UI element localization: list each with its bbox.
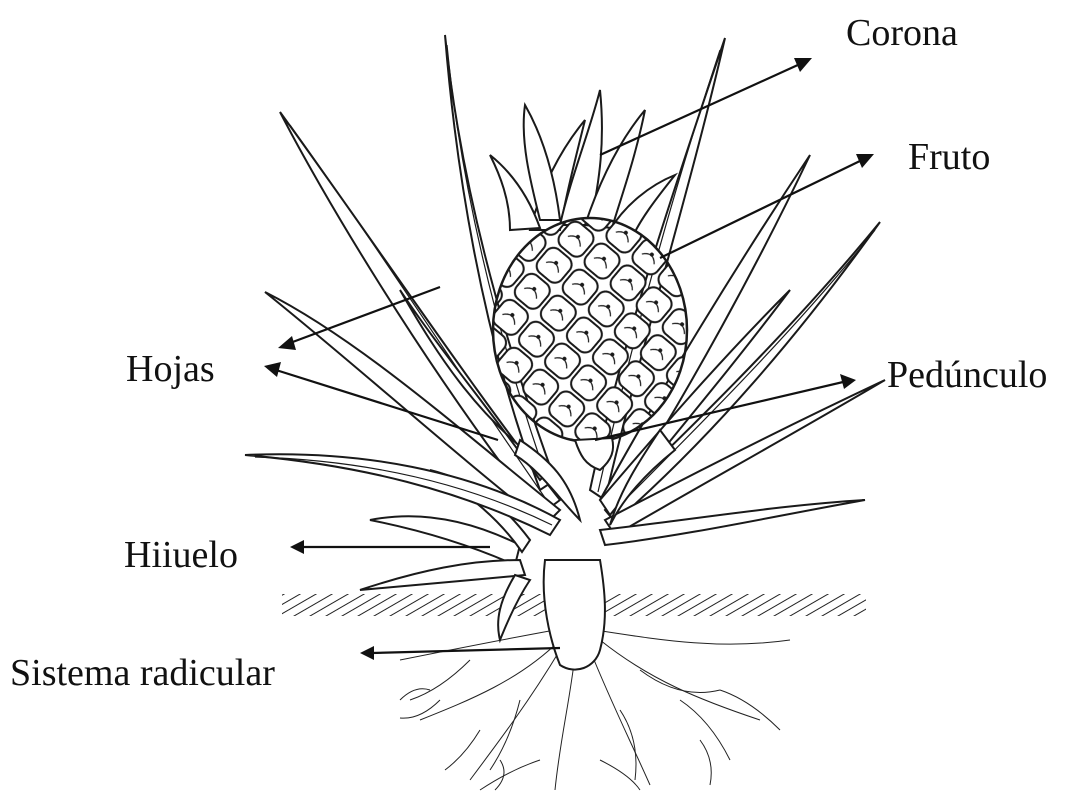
label-pedunculo: Pedúnculo bbox=[887, 356, 1047, 394]
label-fruto: Fruto bbox=[908, 138, 990, 176]
fruit-body bbox=[493, 218, 687, 442]
crown bbox=[490, 90, 675, 238]
label-corona: Corona bbox=[846, 14, 958, 52]
label-hojas: Hojas bbox=[126, 350, 215, 388]
arrow-sistema-radicular bbox=[372, 648, 560, 653]
label-sistema-radicular: Sistema radicular bbox=[10, 654, 275, 692]
plant-stem bbox=[544, 560, 605, 670]
label-hijuelo: Hiiuelo bbox=[124, 536, 238, 574]
